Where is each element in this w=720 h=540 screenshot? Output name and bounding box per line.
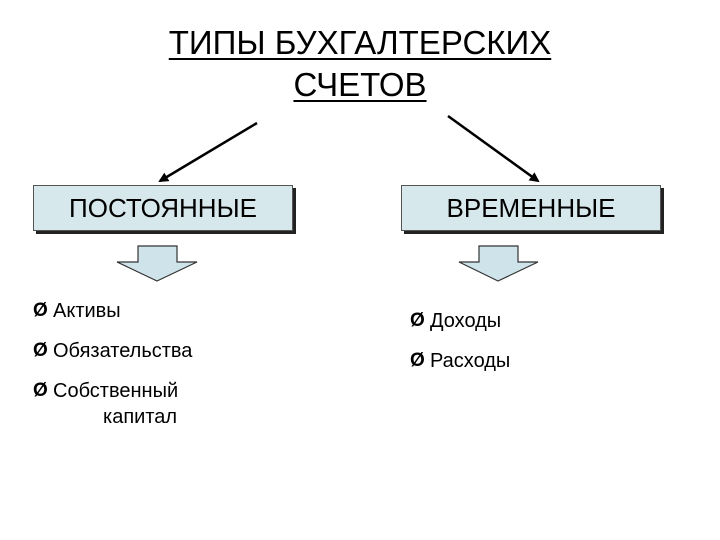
list-item: Ø Активы <box>33 298 313 324</box>
list-item-label: Обязательства <box>53 340 193 362</box>
arrow-to-permanent <box>158 121 258 183</box>
list-item: Ø Расходы <box>410 348 670 374</box>
block-arrow-left-icon <box>116 245 198 282</box>
category-permanent: ПОСТОЯННЫЕ <box>33 185 293 231</box>
temporary-accounts-list: Ø Доходы Ø Расходы <box>410 308 670 388</box>
title-line-1: ТИПЫ БУХГАЛТЕРСКИХ <box>168 24 552 61</box>
list-item-label: Расходы <box>430 350 511 372</box>
list-item-continuation: капитал <box>103 406 178 428</box>
list-item-label: Активы <box>53 300 121 322</box>
list-item: Ø Собственный капитал <box>33 378 313 430</box>
category-temporary: ВРЕМЕННЫЕ <box>401 185 661 231</box>
list-item: Ø Обязательства <box>33 338 313 364</box>
list-item-label: Доходы <box>430 310 502 332</box>
arrow-bullet-icon: Ø <box>33 340 48 361</box>
title-line-2: СЧЕТОВ <box>293 66 427 103</box>
block-arrow-right-icon <box>458 245 539 282</box>
permanent-accounts-list: Ø Активы Ø Обязательства Ø Собственный к… <box>33 298 313 444</box>
arrow-bullet-icon: Ø <box>410 350 425 371</box>
arrow-bullet-icon: Ø <box>410 310 425 331</box>
list-item: Ø Доходы <box>410 308 670 334</box>
arrow-bullet-icon: Ø <box>33 300 48 321</box>
arrow-bullet-icon: Ø <box>33 380 48 401</box>
arrow-to-temporary <box>447 114 540 183</box>
list-item-label: Собственный <box>53 380 179 402</box>
diagram-title: ТИПЫ БУХГАЛТЕРСКИХ СЧЕТОВ <box>100 22 620 106</box>
